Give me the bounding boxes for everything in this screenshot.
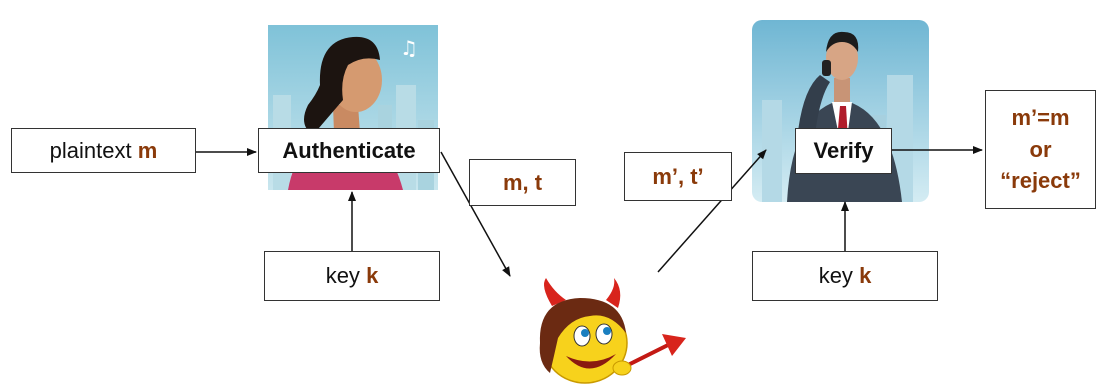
plaintext-box: plaintext m [11, 128, 196, 173]
output-box: m’=m or “reject” [985, 90, 1096, 209]
key-label-left: key [325, 263, 360, 288]
output-line-3: “reject” [1000, 168, 1081, 194]
verify-label: Verify [813, 138, 874, 163]
tag-received-box: m’, t’ [624, 152, 732, 201]
verify-box: Verify [795, 128, 892, 174]
key-box-left: key k [264, 251, 440, 301]
key-label-right: key [818, 263, 853, 288]
output-line-1: m’=m [1011, 104, 1070, 130]
svg-text:♫: ♫ [400, 36, 418, 60]
plaintext-var: m [137, 137, 158, 163]
tag-sent-box: m, t [469, 159, 576, 206]
authenticate-box: Authenticate [258, 128, 440, 173]
key-var-left: k [366, 263, 379, 288]
arrow-adversary-to-verify [657, 149, 767, 273]
key-var-right: k [859, 263, 872, 288]
devil-smiley-icon [539, 278, 686, 384]
authenticate-label: Authenticate [282, 137, 416, 163]
output-line-2: or [1029, 136, 1052, 162]
arrow-authenticate-to-adversary [440, 151, 511, 277]
tag-received-label: m’, t’ [652, 163, 704, 189]
plaintext-label: plaintext [49, 137, 132, 163]
tag-sent-label: m, t [502, 169, 543, 195]
key-box-right: key k [752, 251, 938, 301]
